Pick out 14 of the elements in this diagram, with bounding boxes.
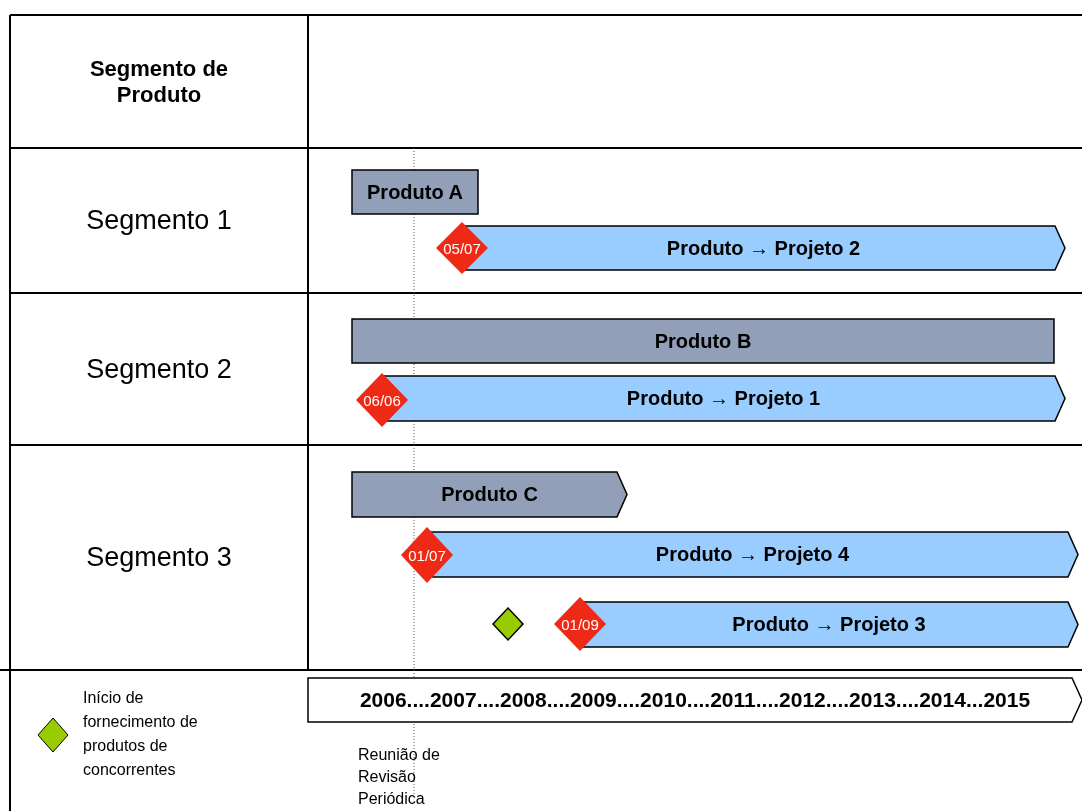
product-bar: Produto A <box>352 170 478 214</box>
segment-label: Segmento 2 <box>12 295 306 443</box>
column-header: Segmento de Produto <box>12 17 306 146</box>
milestone-diamond <box>493 608 523 640</box>
segment-label: Segmento 1 <box>12 150 306 291</box>
legend-text: Início de fornecimento de produtos de concorrentes <box>83 688 199 780</box>
annotation-text: Reunião de Revisão Periódica <box>358 745 441 809</box>
milestone-diamond: 05/07 <box>436 222 488 274</box>
product-bar: Produto C <box>352 472 627 517</box>
product-bar: Produto B <box>352 319 1054 363</box>
milestone-diamond: 06/06 <box>356 373 408 427</box>
milestone-diamond: 01/07 <box>401 527 453 583</box>
segment-label: Segmento 3 <box>12 447 306 668</box>
milestone-diamond: 01/09 <box>554 597 606 651</box>
